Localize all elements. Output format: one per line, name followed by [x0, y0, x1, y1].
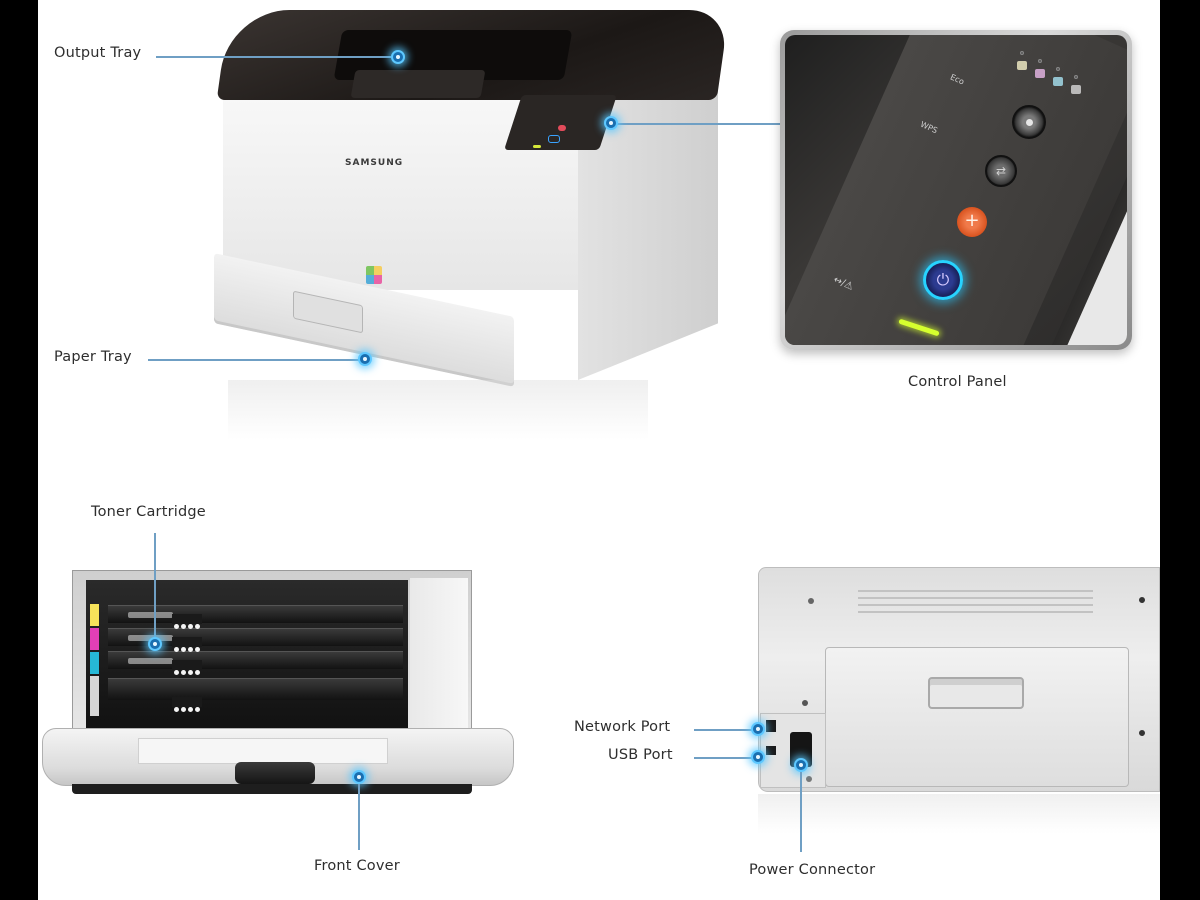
hotspot-control-panel-icon[interactable] [604, 116, 618, 130]
printer-base [72, 784, 472, 794]
network-port[interactable] [766, 720, 776, 732]
leader-line-network-port [694, 729, 752, 731]
leader-line-power-connector [800, 772, 802, 852]
mini-control-panel [504, 95, 617, 150]
cyan-tab-icon [90, 652, 99, 674]
callout-label-paper-tray: Paper Tray [54, 349, 132, 365]
cartridge-chip-icon [172, 660, 202, 675]
callout-label-usb-port: USB Port [608, 747, 673, 763]
screw-icon [1139, 597, 1145, 603]
callout-label-toner-cartridge: Toner Cartridge [91, 504, 206, 520]
vent-slat [858, 590, 1093, 592]
control-panel-inset: Eco WPS ↔/⚠ ⇄ + ⏻ [780, 30, 1132, 350]
mini-power-light [548, 135, 560, 143]
diagram-canvas: SAMSUNG Output Tray Paper Tray [38, 0, 1160, 900]
eco-button[interactable] [1012, 105, 1046, 139]
toner-yellow-icon [1017, 61, 1027, 70]
leader-line-front-cover [358, 784, 360, 850]
hotspot-network-port-icon[interactable] [751, 722, 765, 736]
toner-black-icon [1071, 85, 1081, 94]
vent-slat [858, 597, 1093, 599]
hotspot-front-cover-icon[interactable] [352, 770, 366, 784]
leader-line-usb-port [694, 757, 752, 759]
cartridge-chip-icon [172, 637, 202, 652]
screw-icon [802, 700, 808, 706]
toner-led-indicator [1056, 67, 1060, 71]
screw-icon [806, 776, 812, 782]
callout-label-network-port: Network Port [574, 719, 671, 735]
front-cover-inner-panel [138, 738, 388, 764]
toner-cartridge-black[interactable] [108, 678, 403, 700]
leader-line-output-tray [156, 56, 391, 58]
vent-slat [858, 611, 1093, 613]
leader-line-control-panel [616, 123, 780, 125]
wps-icon: ⇄ [995, 164, 1007, 178]
power-icon: ⏻ [936, 270, 950, 289]
cancel-button[interactable]: + [957, 207, 987, 237]
caption-control-panel: Control Panel [908, 374, 1007, 390]
hotspot-usb-port-icon[interactable] [751, 750, 765, 764]
callout-label-front-cover: Front Cover [314, 858, 400, 874]
screw-icon [1139, 730, 1145, 736]
callout-label-power-connector: Power Connector [749, 862, 876, 878]
cartridge-chip-icon [172, 614, 202, 629]
control-panel-surface: Eco WPS ↔/⚠ ⇄ + ⏻ [785, 35, 1127, 345]
magenta-tab-icon [90, 628, 99, 650]
screw-icon [808, 598, 814, 604]
hotspot-power-connector-icon[interactable] [794, 758, 808, 772]
callout-label-output-tray: Output Tray [54, 45, 142, 61]
cartridge-chip-icon [172, 697, 202, 712]
mini-status-light [533, 145, 541, 148]
black-tab-icon [90, 676, 99, 716]
mini-cancel-light [558, 125, 566, 131]
brand-logo-text: SAMSUNG [345, 158, 404, 168]
floor-reflection [228, 380, 648, 440]
toner-cyan-icon [1053, 77, 1063, 86]
rear-door-handle[interactable] [928, 677, 1024, 709]
usb-port[interactable] [766, 746, 776, 755]
color-logo-icon [366, 266, 382, 284]
power-connector[interactable] [790, 732, 812, 767]
power-button[interactable]: ⏻ [923, 260, 963, 300]
vent-slat [858, 604, 1093, 606]
toner-led-indicator [1020, 51, 1024, 55]
hotspot-output-tray-icon[interactable] [391, 50, 405, 64]
hotspot-toner-cartridge-icon[interactable] [148, 637, 162, 651]
front-cover-handle[interactable] [235, 762, 315, 784]
cartridge-window [128, 658, 173, 664]
leader-line-paper-tray [148, 359, 360, 361]
output-tray-extension [350, 70, 486, 98]
hotspot-paper-tray-icon[interactable] [358, 352, 372, 366]
toner-led-indicator [1074, 75, 1078, 79]
wps-button[interactable]: ⇄ [985, 155, 1017, 187]
printer-right-wall [410, 578, 468, 728]
leader-line-toner-cartridge [154, 533, 156, 637]
cartridge-window [128, 612, 173, 618]
yellow-tab-icon [90, 604, 99, 626]
floor-reflection [758, 794, 1160, 834]
rear-access-door[interactable] [825, 647, 1129, 787]
cancel-icon: + [964, 210, 980, 231]
toner-led-indicator [1038, 59, 1042, 63]
toner-magenta-icon [1035, 69, 1045, 78]
